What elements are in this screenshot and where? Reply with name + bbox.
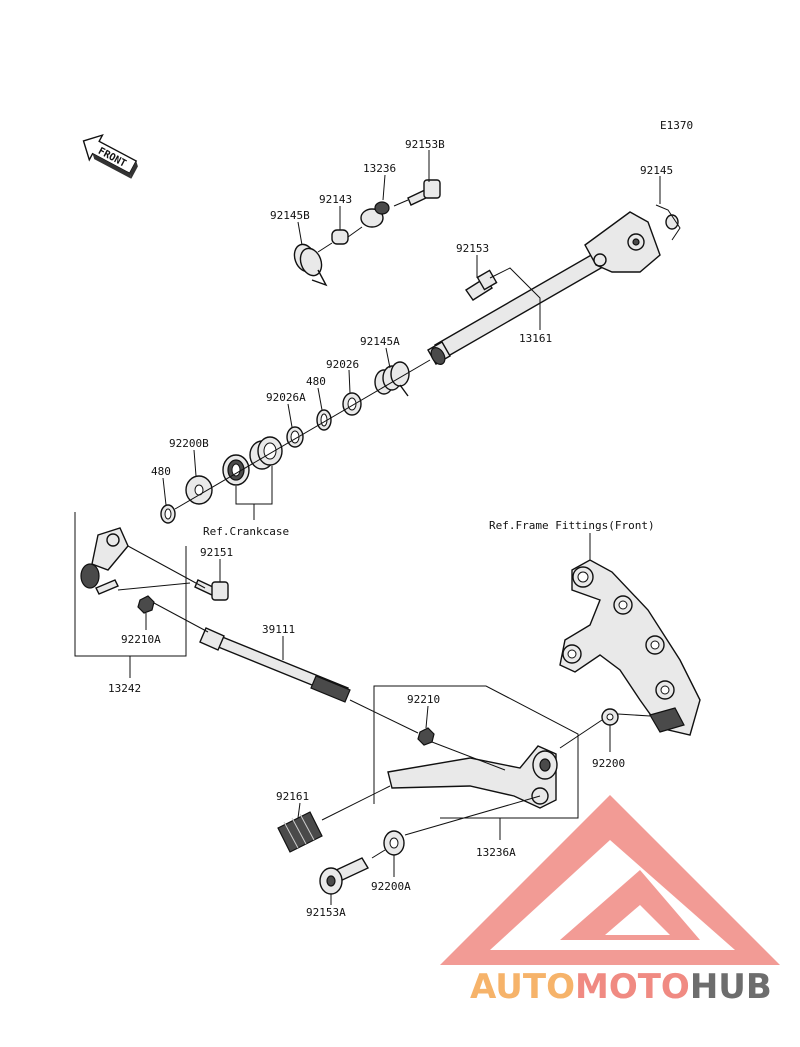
watermark-hub: HUB — [690, 967, 772, 1007]
nut-92210A — [137, 595, 155, 614]
shift-pedal-13236A — [387, 745, 558, 809]
bolt-92151 — [194, 579, 229, 601]
clip-92145 — [655, 204, 681, 241]
washer-92200 — [601, 708, 619, 726]
washer-92200B — [185, 475, 213, 505]
washer-92200A — [383, 830, 405, 856]
label-92161: 92161 — [276, 790, 309, 803]
oil-seal — [222, 454, 250, 486]
label-13236A: 13236A — [476, 846, 516, 859]
assembly-lines — [117, 199, 651, 859]
tie-rod-39111 — [199, 627, 351, 703]
pedal-rubber-92161 — [277, 811, 323, 853]
label-39111: 39111 — [262, 623, 295, 636]
shift-lever-13242 — [80, 527, 129, 595]
label-92145A: 92145A — [360, 335, 400, 348]
label-92026A: 92026A — [266, 391, 306, 404]
watermark-auto: AUTO — [470, 967, 575, 1007]
callout-labels: 92153B 13236 92143 92145B 92145 92153 13… — [108, 138, 673, 919]
label-92200A: 92200A — [371, 880, 411, 893]
collar-92143 — [331, 229, 349, 245]
diagram-code: E1370 — [660, 119, 693, 132]
torsion-spring-92145B — [293, 243, 328, 287]
label-ref-crankcase: Ref.Crankcase — [203, 525, 289, 538]
label-92153: 92153 — [456, 242, 489, 255]
label-ref-frame-fittings: Ref.Frame Fittings(Front) — [489, 519, 655, 532]
circlip-480-lower — [160, 504, 176, 524]
label-92153B: 92153B — [405, 138, 445, 151]
label-92145: 92145 — [640, 164, 673, 177]
label-92200: 92200 — [592, 757, 625, 770]
label-13242: 13242 — [108, 682, 141, 695]
washer-92026A — [286, 426, 304, 448]
label-92145B: 92145B — [270, 209, 310, 222]
label-92026: 92026 — [326, 358, 359, 371]
nut-92210 — [417, 727, 435, 746]
group-13236A-box — [373, 685, 579, 819]
label-92210A: 92210A — [121, 633, 161, 646]
lever-13236 — [360, 201, 390, 228]
stud-bolt-92153 — [465, 269, 498, 301]
watermark-moto: MOTO — [575, 967, 690, 1007]
frame-fitting-front — [559, 559, 701, 736]
label-13236: 13236 — [363, 162, 396, 175]
needle-bearing — [249, 436, 283, 470]
spring-92145A — [374, 361, 410, 397]
label-13161: 13161 — [519, 332, 552, 345]
label-92143: 92143 — [319, 193, 352, 206]
washer-92026 — [342, 392, 362, 416]
label-92151: 92151 — [200, 546, 233, 559]
bolt-92153A — [319, 857, 369, 895]
label-92153A: 92153A — [306, 906, 346, 919]
label-92210: 92210 — [407, 693, 440, 706]
label-480-upper: 480 — [306, 375, 326, 388]
label-92200B: 92200B — [169, 437, 209, 450]
watermark-text: AUTOMOTOHUB — [470, 967, 772, 1007]
front-arrow-icon: FRONT — [82, 133, 138, 179]
watermark-logo-icon — [440, 795, 780, 965]
label-480-lower: 480 — [151, 465, 171, 478]
shift-shaft-13161 — [427, 211, 661, 365]
circlip-480-upper — [316, 409, 332, 431]
bolt-92153B — [407, 179, 441, 206]
callout-leaders — [145, 150, 661, 905]
